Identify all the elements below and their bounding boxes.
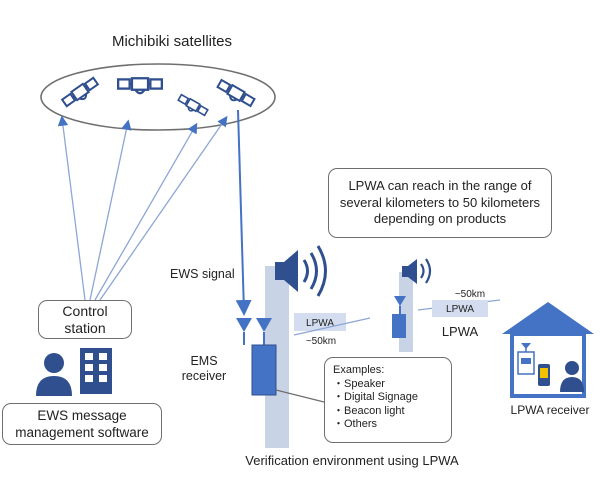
ews-signal-arrow bbox=[235, 109, 252, 316]
examples-item: ・Speaker bbox=[333, 377, 385, 390]
examples-item: ・Others bbox=[333, 418, 378, 430]
software-box: EWS message management software bbox=[2, 403, 162, 445]
ems-receiver-label-1: EMS bbox=[190, 354, 217, 368]
examples-box: Examples: ・Speaker ・Digital Signage ・Bea… bbox=[324, 357, 452, 443]
uplink-arrows bbox=[57, 115, 228, 301]
diagram-caption: Verification environment using LPWA bbox=[245, 453, 459, 468]
range-left-label: ~50km bbox=[306, 336, 336, 347]
relay-receiver-box bbox=[392, 314, 406, 338]
connector-line bbox=[275, 389, 325, 403]
satellites-title: Michibiki satellites bbox=[112, 33, 232, 50]
speaker-icon bbox=[402, 258, 432, 284]
antenna-icon bbox=[236, 318, 272, 345]
ems-receiver-label-2: receiver bbox=[182, 369, 226, 383]
control-station-line2: station bbox=[64, 320, 106, 336]
lpwa-receiver-label: LPWA receiver bbox=[511, 403, 590, 417]
control-station-line1: Control bbox=[62, 303, 108, 319]
relay-tower bbox=[399, 272, 413, 352]
ews-signal-label: EWS signal bbox=[170, 267, 235, 281]
control-station-box: Control station bbox=[38, 300, 132, 339]
lpwa-tag-label: LPWA bbox=[306, 318, 334, 329]
lpwa-tag-label: LPWA bbox=[446, 304, 474, 315]
examples-title: Examples: bbox=[333, 364, 385, 376]
antenna-icon bbox=[394, 296, 406, 314]
person-icon bbox=[36, 353, 72, 396]
lpwa-band bbox=[432, 300, 488, 317]
building-icon bbox=[80, 348, 112, 394]
speaker-icon bbox=[275, 245, 327, 297]
satellite-ellipse bbox=[40, 63, 276, 131]
examples-item: ・Digital Signage bbox=[333, 391, 418, 403]
range-right-label: ~50km bbox=[455, 289, 485, 300]
warning-icon bbox=[538, 364, 550, 386]
lpwa-beam bbox=[293, 317, 371, 336]
examples-item: ・Beacon light bbox=[333, 404, 405, 417]
lpwa-link-label: LPWA bbox=[442, 324, 479, 339]
lpwa-range-callout: LPWA can reach in the range of several k… bbox=[328, 168, 552, 238]
callout-line1: LPWA can reach in the range of bbox=[348, 178, 532, 193]
person-icon bbox=[560, 361, 584, 392]
software-line1: EWS message bbox=[37, 408, 127, 423]
ems-receiver-box bbox=[251, 344, 277, 396]
callout-line2: several kilometers to 50 kilometers bbox=[339, 194, 541, 210]
callout-line3: depending on products bbox=[373, 211, 507, 226]
software-line2: management software bbox=[15, 425, 149, 440]
